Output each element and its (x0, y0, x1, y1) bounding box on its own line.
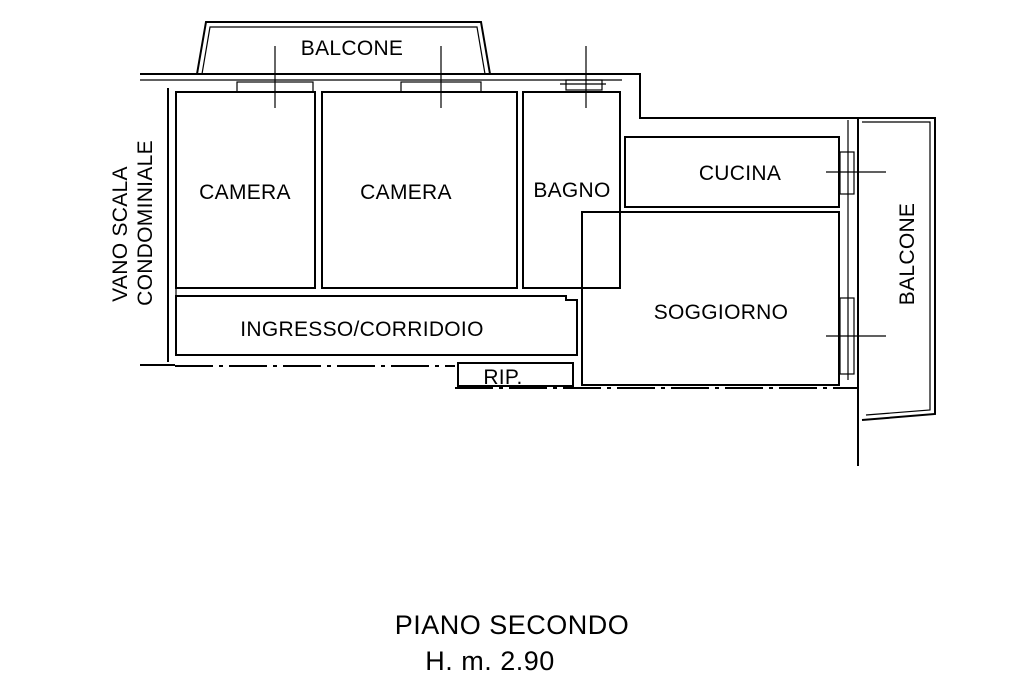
label-soggiorno: SOGGIORNO (654, 301, 789, 324)
label-balcone-top: BALCONE (301, 37, 403, 60)
label-balcone-right: BALCONE (896, 203, 919, 305)
balcony-right (847, 117, 936, 466)
room-bagno (522, 91, 621, 289)
plan-title: PIANO SECONDO (394, 610, 630, 640)
label-camera-2: CAMERA (360, 181, 452, 204)
balcony-top (196, 21, 491, 75)
label-camera-1: CAMERA (199, 181, 291, 204)
room-soggiorno (581, 211, 840, 386)
plan-ceiling-height: H. m. 2.90 (425, 646, 555, 676)
room-ingresso (175, 295, 578, 367)
label-ingresso: INGRESSO/CORRIDOIO (240, 318, 483, 341)
room-ripostiglio (457, 362, 574, 387)
window-markers (236, 46, 886, 375)
label-stairwell-line-2: CONDOMINIALE (134, 140, 157, 306)
label-bagno: BAGNO (533, 179, 610, 202)
label-ripostiglio: RIP. (483, 366, 522, 389)
label-cucina: CUCINA (699, 162, 781, 185)
label-stairwell-line-1: VANO SCALA (109, 166, 132, 302)
